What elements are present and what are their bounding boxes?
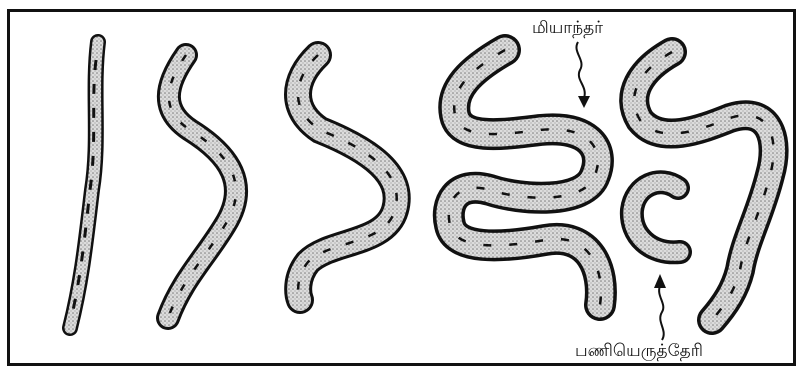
meander-label: மியாந்தர் bbox=[532, 20, 603, 37]
oxbow-lake bbox=[632, 182, 680, 252]
oxbow-arrow bbox=[654, 274, 666, 340]
river-stage-4 bbox=[449, 50, 601, 305]
oxbow-lake-label: பணியெருத்தேரி bbox=[575, 343, 703, 360]
river-stage-2 bbox=[168, 55, 236, 318]
meander-arrow bbox=[576, 42, 590, 108]
river-stage-3 bbox=[298, 55, 397, 300]
river-stage-1 bbox=[70, 42, 98, 328]
